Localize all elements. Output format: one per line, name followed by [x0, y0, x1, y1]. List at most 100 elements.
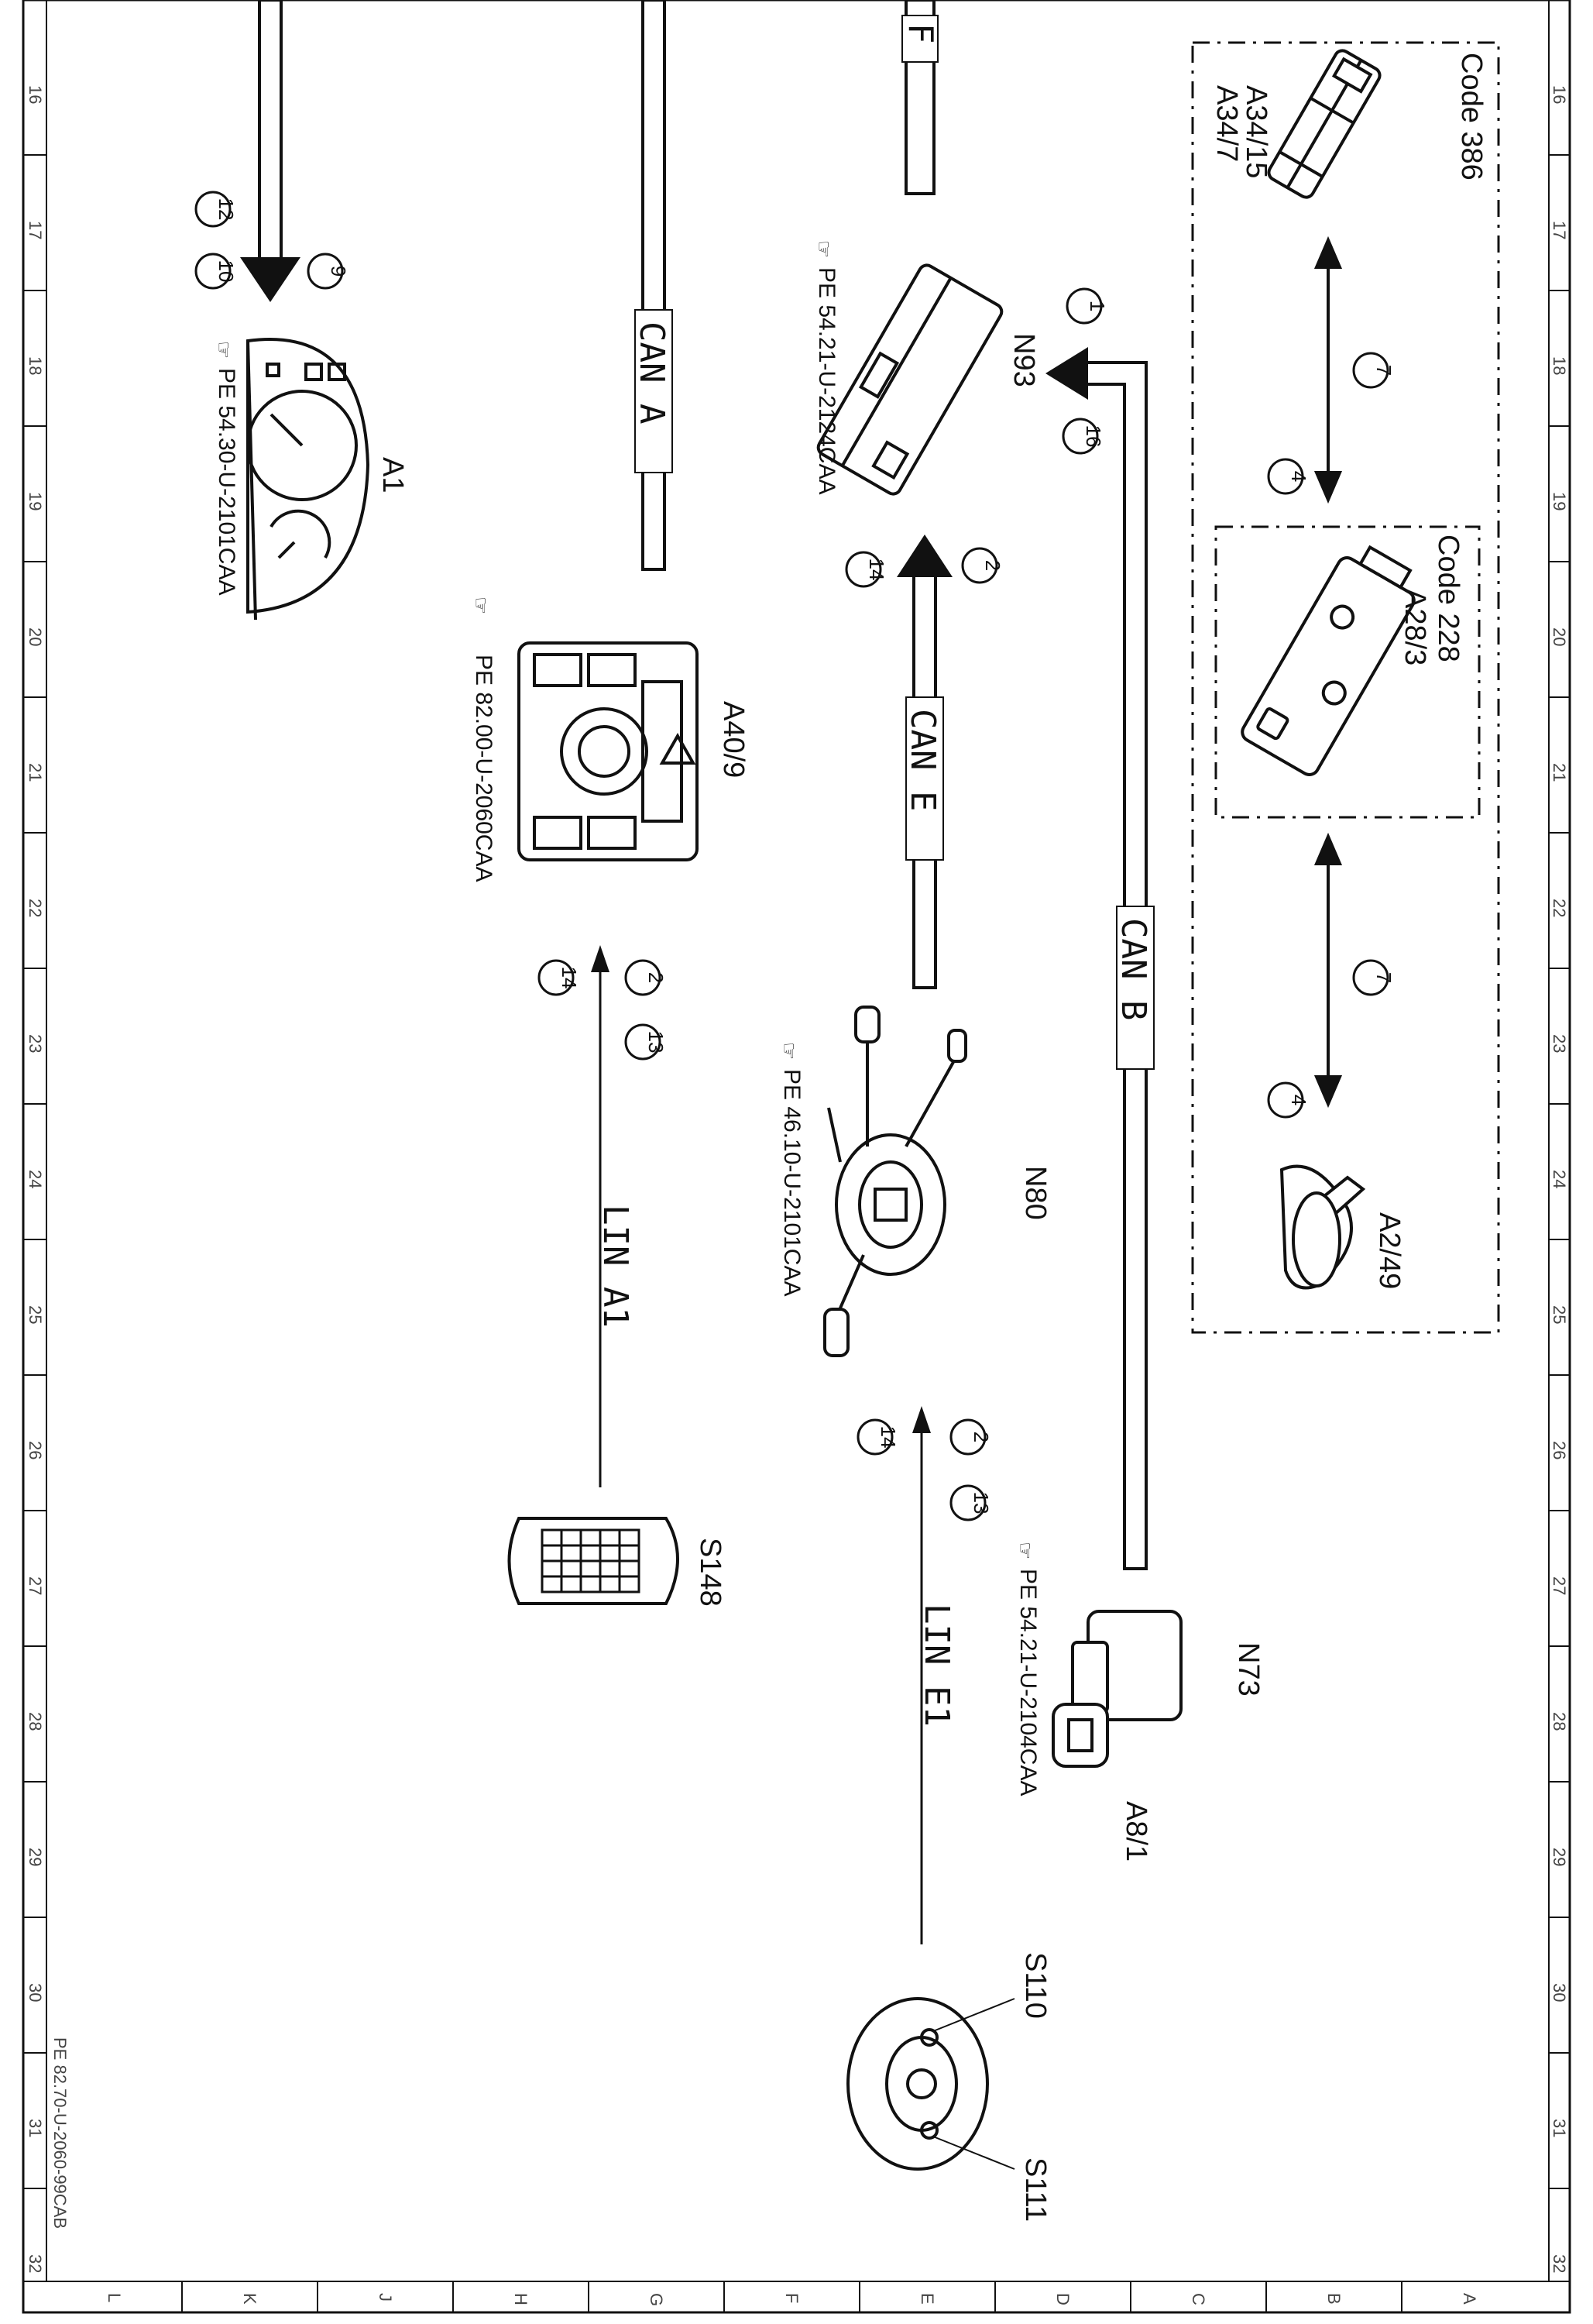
svg-text:14: 14	[865, 559, 888, 581]
ref-n80: PE 46.10-U-2101CAA	[779, 1069, 805, 1297]
bus-lin-e1: LIN E1	[912, 1406, 956, 1944]
doc-icon: ☞	[469, 596, 493, 614]
link-arrows	[1313, 235, 1343, 1109]
a1-instrument-cluster	[246, 338, 370, 621]
label-s110: S110	[1019, 1952, 1052, 2019]
ref-n93: PE 54.21-U-2124CAA	[814, 267, 839, 495]
svg-text:4: 4	[1287, 471, 1310, 482]
row-label: 23	[1550, 1034, 1569, 1053]
label-a34-15: A34/15	[1240, 85, 1272, 178]
row-label: 18	[1550, 356, 1569, 375]
svg-text:1: 1	[1086, 301, 1109, 311]
row-label: 27	[1550, 1576, 1569, 1595]
row-label: 28	[26, 1712, 45, 1731]
bus-label-lin-e1: LIN E1	[917, 1604, 956, 1727]
row-label: 16	[1550, 85, 1569, 104]
a2-49-antenna	[1279, 1164, 1366, 1290]
row-label: 16	[26, 85, 45, 104]
code-386-label: Code 386	[1455, 53, 1488, 180]
n73-ignition-switch	[1052, 1610, 1183, 1768]
label-a8-1: A8/1	[1120, 1801, 1152, 1862]
ref-n73: PE 54.21-U-2104CAA	[1015, 1569, 1041, 1796]
row-label: 31	[26, 2119, 45, 2137]
row-label: 30	[1550, 1983, 1569, 2002]
col-label: F	[782, 2293, 802, 2303]
row-label: 23	[26, 1034, 45, 1053]
grid-row-labels: 16 17 18 19 20 21 22 23 24 25 26 27 28 2…	[26, 85, 1569, 2273]
svg-text:16: 16	[1082, 425, 1105, 448]
a28-3-module: A28/3	[1241, 545, 1431, 777]
n93-module: N93 ☞ PE 54.21-U-2124CAA	[812, 240, 1040, 496]
col-label: H	[511, 2293, 530, 2305]
svg-text:2: 2	[981, 560, 1004, 571]
svg-text:10: 10	[215, 260, 238, 283]
bus-can-a: CAN A	[632, 0, 673, 571]
label-a40-9: A40/9	[717, 701, 750, 778]
svg-text:14: 14	[558, 967, 581, 989]
col-label: L	[105, 2293, 124, 2302]
label-a28-3: A28/3	[1399, 589, 1431, 665]
a34-module: A34/15 A34/7	[1210, 49, 1382, 199]
svg-text:2: 2	[970, 1432, 993, 1442]
row-label: 20	[1550, 627, 1569, 646]
row-label: 29	[1550, 1848, 1569, 1866]
col-label: J	[376, 2293, 395, 2302]
svg-text:7: 7	[1372, 365, 1396, 376]
steering-wheel	[846, 1997, 1015, 2171]
circled-markers	[194, 191, 1389, 1521]
label-a34-7: A34/7	[1210, 85, 1243, 162]
row-label: 21	[1550, 763, 1569, 782]
code-228-box: Code 228	[1214, 525, 1481, 819]
doc-icon: ☞	[212, 341, 235, 359]
label-a1: A1	[376, 457, 409, 493]
svg-text:7: 7	[1372, 972, 1396, 983]
bus-label-f: F	[901, 23, 940, 44]
row-label: 19	[26, 492, 45, 511]
row-label: 31	[1550, 2119, 1569, 2137]
label-a2-49: A2/49	[1373, 1212, 1406, 1289]
a40-9-panel	[517, 641, 699, 861]
label-s111: S111	[1019, 2157, 1052, 2222]
doc-icon: ☞	[1014, 1542, 1037, 1559]
bus-can-e: CAN E	[897, 535, 953, 989]
row-label: 17	[1550, 221, 1569, 239]
row-label: 24	[1550, 1170, 1569, 1188]
bus-can-b: CAN B	[1045, 347, 1155, 1570]
col-label: B	[1324, 2293, 1344, 2305]
col-label: K	[240, 2293, 259, 2305]
svg-text:9: 9	[327, 266, 350, 277]
bus-label-can-e: CAN E	[903, 709, 942, 811]
label-n73: N73	[1232, 1642, 1265, 1697]
label-n93: N93	[1008, 333, 1040, 387]
diagram-frame	[22, 0, 1571, 2314]
bus-label-can-a: CAN A	[632, 321, 671, 424]
col-label: A	[1460, 2293, 1479, 2305]
grid-ticks	[23, 154, 1570, 2189]
svg-text:13: 13	[644, 1031, 668, 1054]
row-label: 22	[26, 899, 45, 917]
row-label: 32	[26, 2254, 45, 2273]
row-label: 25	[1550, 1305, 1569, 1324]
svg-text:12: 12	[215, 198, 238, 221]
bus-f: F	[901, 0, 940, 195]
label-n80: N80	[1019, 1166, 1052, 1220]
label-s148: S148	[694, 1538, 726, 1607]
bus-lin-a1: LIN A1	[591, 945, 635, 1487]
svg-text:2: 2	[644, 972, 668, 983]
row-label: 20	[26, 627, 45, 646]
col-label: G	[647, 2293, 666, 2306]
n80-module	[823, 1006, 967, 1357]
code-386-box: Code 386	[1191, 41, 1500, 1334]
row-label: 19	[1550, 492, 1569, 511]
row-label: 25	[26, 1305, 45, 1324]
row-label: 30	[26, 1983, 45, 2002]
ref-a40-9: PE 82.00-U-2060CAA	[471, 655, 496, 882]
col-label: D	[1053, 2293, 1073, 2305]
row-label: 29	[26, 1848, 45, 1866]
grid-column-labels: L K J H G F E D C B A	[105, 2293, 1479, 2306]
row-label: 21	[26, 763, 45, 782]
bus-to-a1	[240, 0, 300, 302]
footer-reference: PE 82.70-U-2060-99CAB	[50, 2037, 70, 2229]
